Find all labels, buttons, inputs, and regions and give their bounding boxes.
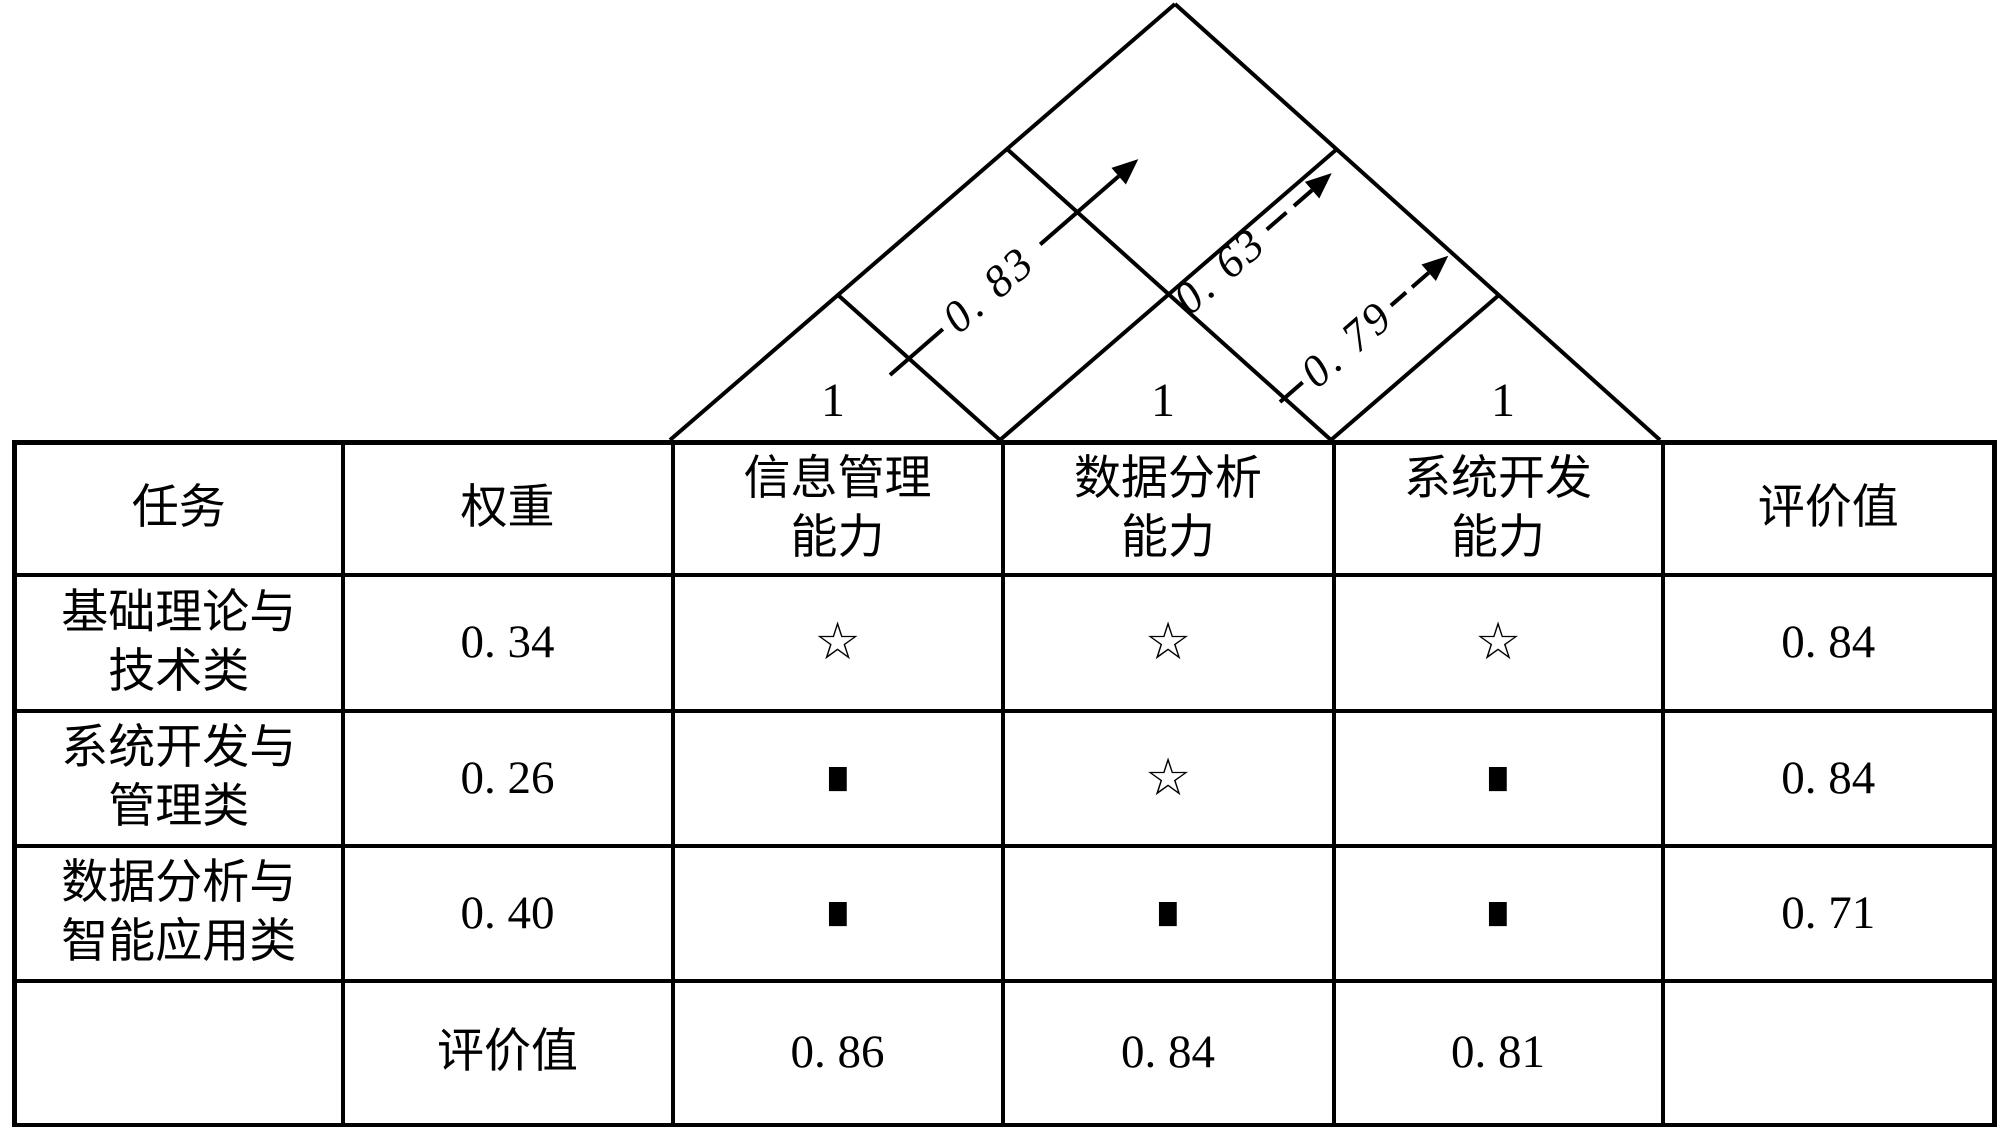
row-label-cell: 数据分析与 智能应用类 (12, 843, 345, 983)
footer-label-cell: 评价值 (340, 978, 675, 1127)
header-cell-weight: 权重 (340, 440, 675, 577)
roof-line-up-left-from-col2 (836, 293, 1002, 442)
evaluation-table: 任务 权重 信息管理 能力 数据分析 能力 系统开发 能力 评价值 基础理论与 … (12, 440, 1997, 1127)
table-header-row: 任务 权重 信息管理 能力 数据分析 能力 系统开发 能力 评价值 (12, 440, 1997, 577)
table-footer-row: 评价值 0. 86 0. 84 0. 81 (12, 978, 1997, 1127)
roof-self-correlation-1: 1 (821, 374, 845, 427)
roof-left-slope (668, 2, 1177, 442)
relation-cell: ☆ (1000, 708, 1336, 848)
relation-cell: ☆ (1000, 572, 1336, 713)
eval-cell: 0. 71 (1660, 843, 1997, 983)
weight-cell: 0. 26 (340, 708, 675, 848)
empty-cell (12, 978, 345, 1127)
roof-self-correlation-2: 1 (1151, 374, 1175, 427)
relation-cell: ■ (1000, 843, 1336, 983)
relation-cell: ■ (1331, 843, 1665, 983)
roof-line-up-left-from-col3 (1005, 147, 1333, 442)
weight-cell: 0. 40 (340, 843, 675, 983)
relation-cell: ☆ (670, 572, 1005, 713)
table-row: 数据分析与 智能应用类 0. 40 ■ ■ ■ 0. 71 (12, 843, 1997, 983)
table-row: 基础理论与 技术类 0. 34 ☆ ☆ ☆ 0. 84 (12, 572, 1997, 713)
eval-cell: 0. 84 (1000, 978, 1336, 1127)
eval-cell: 0. 81 (1331, 978, 1665, 1127)
header-cell-sys-dev: 系统开发 能力 (1331, 440, 1665, 577)
header-cell-info-mgmt: 信息管理 能力 (670, 440, 1005, 577)
eval-cell: 0. 84 (1660, 708, 1997, 848)
roof-self-correlation-3: 1 (1491, 374, 1515, 427)
empty-cell (1660, 978, 1997, 1127)
header-cell-task: 任务 (12, 440, 345, 577)
relation-cell: ■ (670, 708, 1005, 848)
relation-cell: ■ (670, 843, 1005, 983)
row-label-cell: 基础理论与 技术类 (12, 572, 345, 713)
roof-right-slope (1173, 2, 1662, 442)
eval-cell: 0. 84 (1660, 572, 1997, 713)
relation-cell: ☆ (1331, 572, 1665, 713)
row-label-cell: 系统开发与 管理类 (12, 708, 345, 848)
header-cell-data-analysis: 数据分析 能力 (1000, 440, 1336, 577)
roof-line-up-right-from-col3 (1329, 293, 1501, 442)
header-cell-eval: 评价值 (1660, 440, 1997, 577)
weight-cell: 0. 34 (340, 572, 675, 713)
relation-cell: ■ (1331, 708, 1665, 848)
table-row: 系统开发与 管理类 0. 26 ■ ☆ ■ 0. 84 (12, 708, 1997, 848)
eval-cell: 0. 86 (670, 978, 1005, 1127)
